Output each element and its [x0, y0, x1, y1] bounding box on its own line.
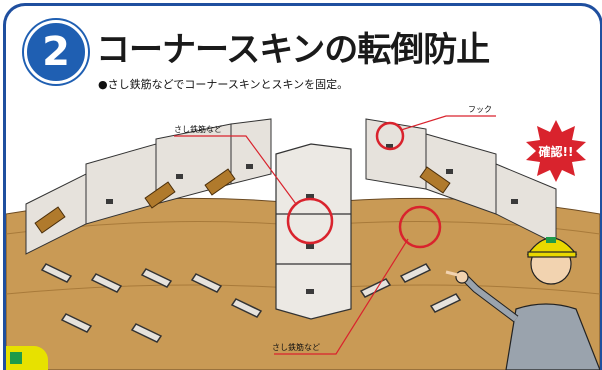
skin-panels-right — [365, 118, 557, 245]
callout-hook: フック — [468, 105, 492, 114]
construction-illustration: フック さし鉄筋など さし鉄筋など — [6, 105, 600, 370]
content-frame: 2 コーナースキンの転倒防止 ●さし鉄筋などでコーナースキンとスキンを固定。 — [3, 3, 602, 370]
rebar-anchors — [40, 263, 462, 343]
hook-highlight-circle — [375, 121, 405, 151]
callout-rebar-top: さし鉄筋など — [174, 124, 222, 134]
section-subtitle: ●さし鉄筋などでコーナースキンとスキンを固定。 — [98, 78, 349, 91]
corner-tab-marker — [6, 346, 48, 370]
step-number-badge: 2 — [24, 20, 88, 84]
rebar-highlight-circle-right — [398, 205, 442, 249]
section-header: 2 コーナースキンの転倒防止 ●さし鉄筋などでコーナースキンとスキンを固定。 — [24, 20, 584, 100]
confirm-badge-text: 確認!! — [539, 144, 574, 159]
pointing-worker — [445, 237, 600, 370]
wooden-braces — [34, 166, 451, 234]
confirm-starburst-badge: 確認!! — [526, 120, 586, 182]
rebar-highlight-circle-left — [286, 197, 334, 245]
section-title: コーナースキンの転倒防止 — [96, 30, 490, 70]
callout-rebar-bottom: さし鉄筋など — [272, 342, 320, 352]
corner-tab-icon — [10, 352, 22, 364]
